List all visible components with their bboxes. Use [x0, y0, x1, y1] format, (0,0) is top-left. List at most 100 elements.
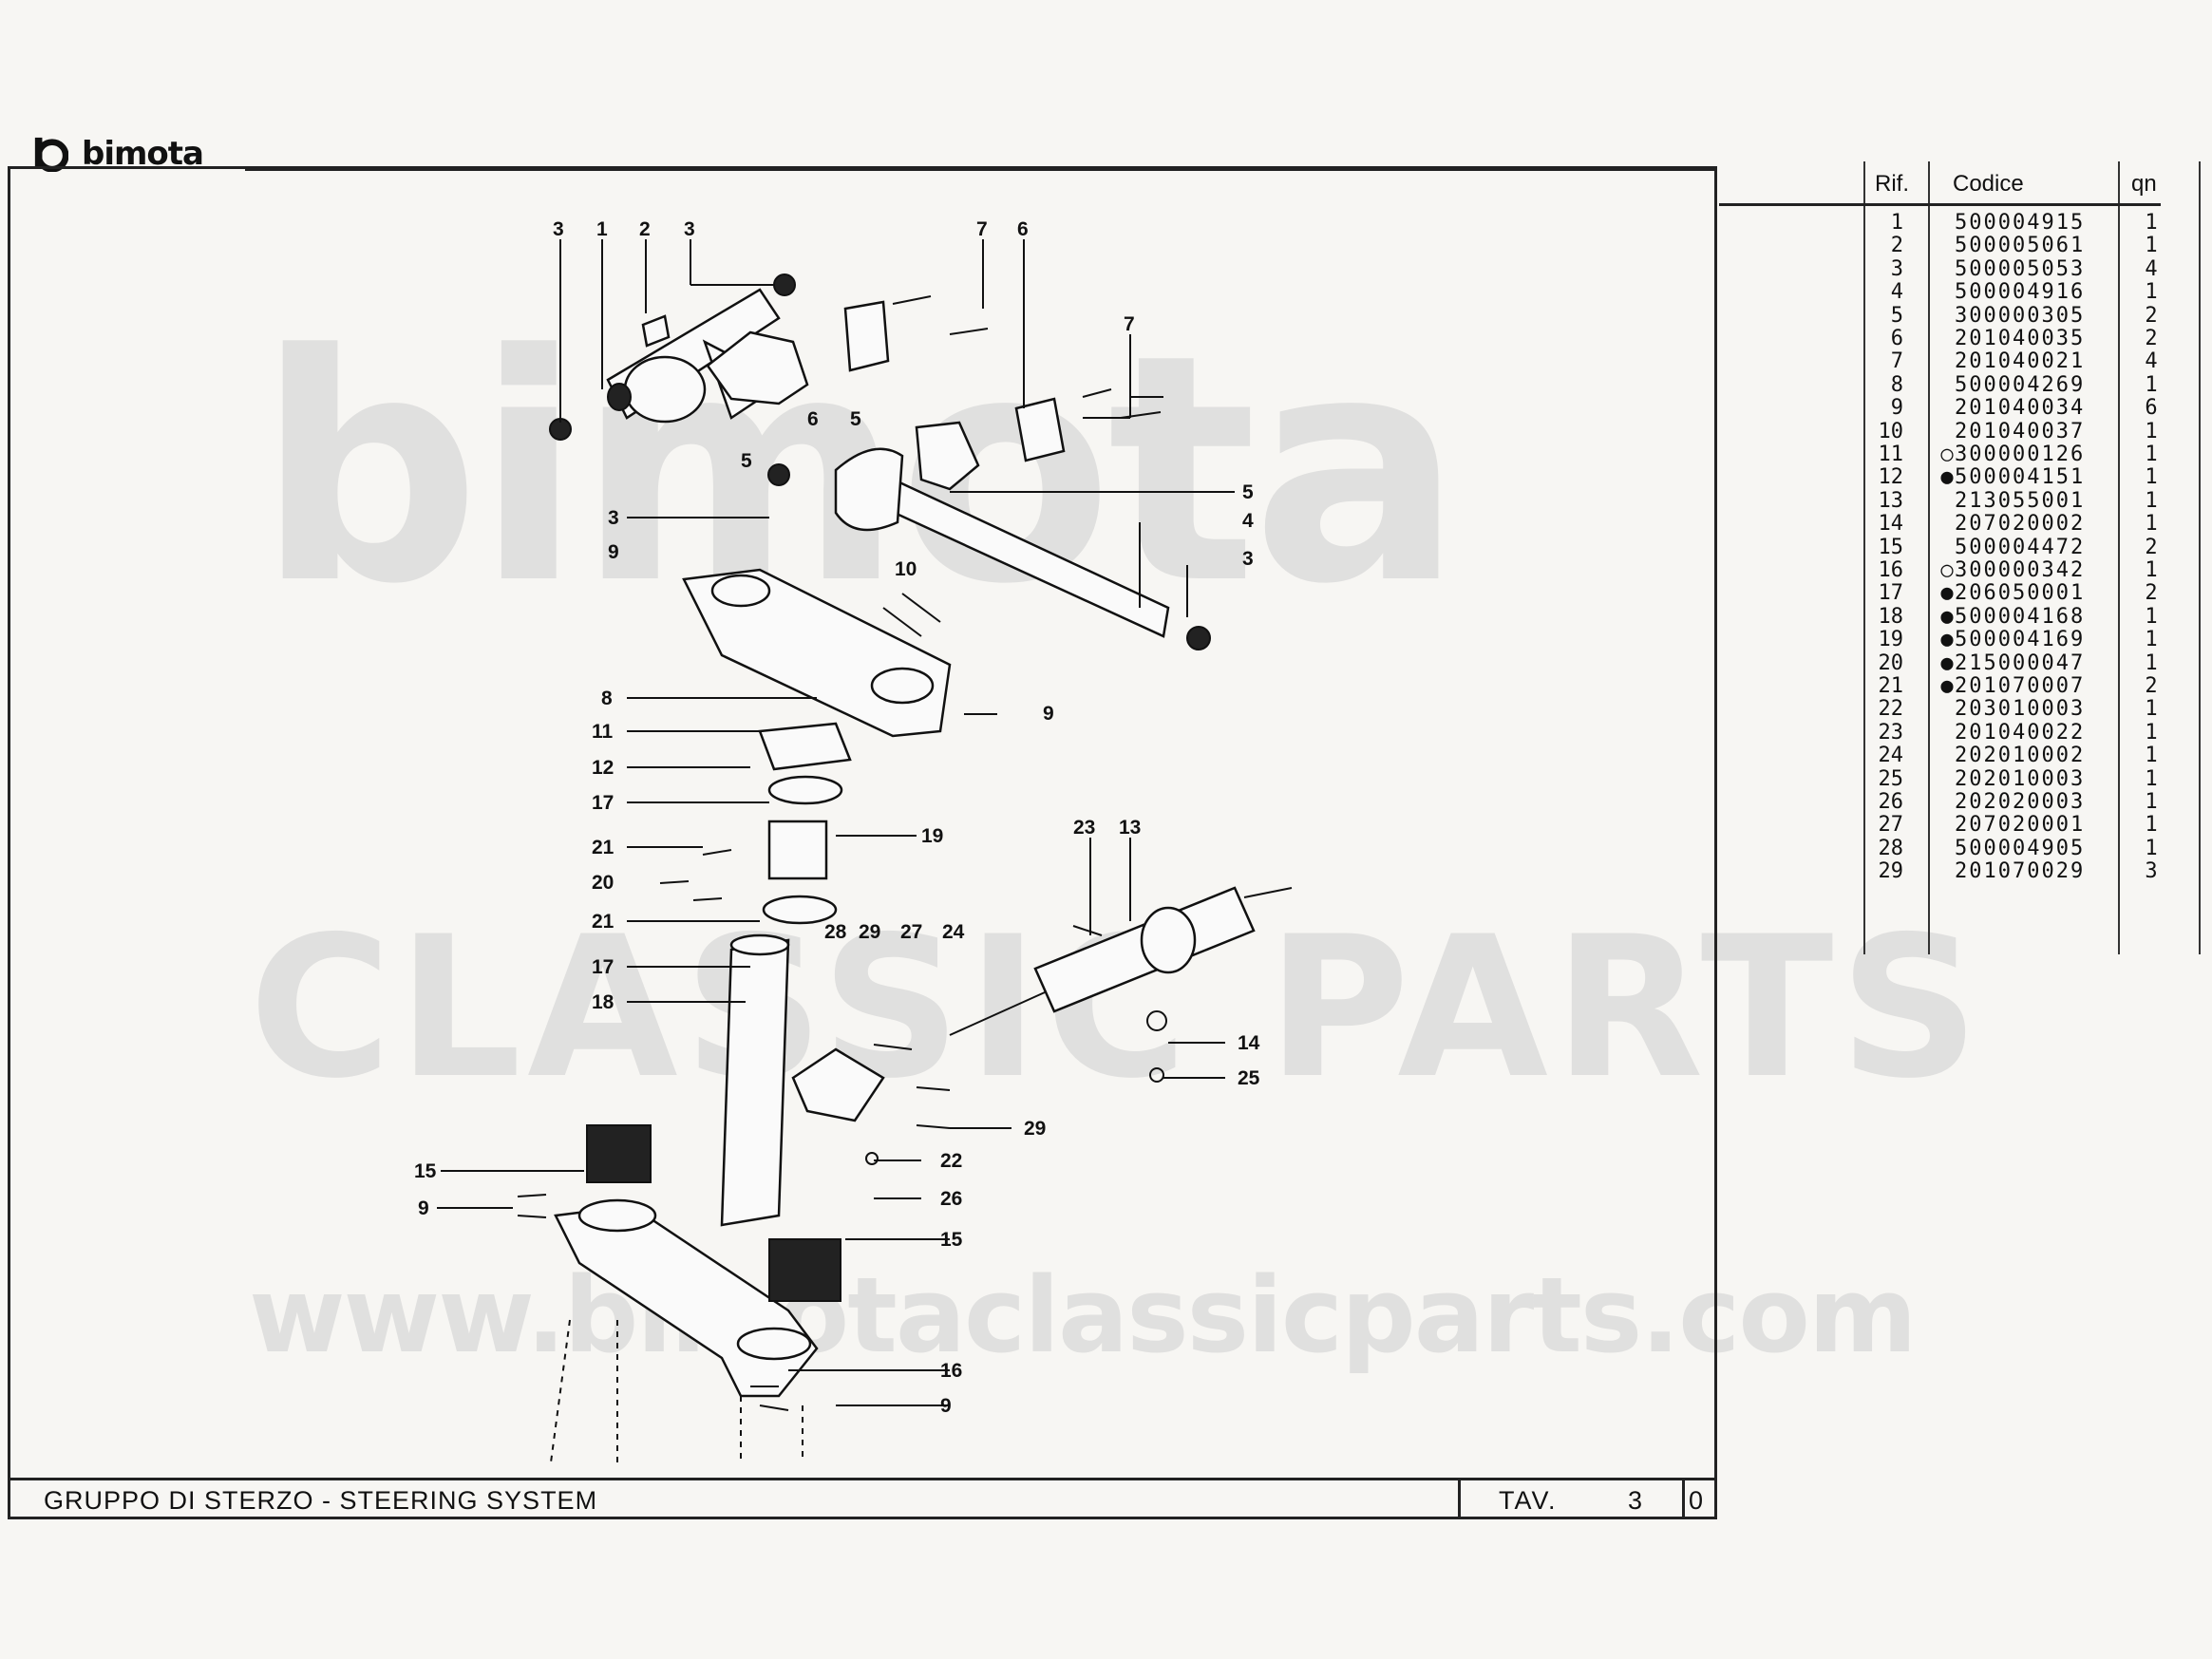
- row-code: 500004169: [1955, 628, 2086, 652]
- row-qty: 1: [2145, 443, 2158, 466]
- row-rif: 29: [1878, 859, 1904, 884]
- callout-18: 18: [592, 991, 614, 1013]
- parts-vline-qty: [2199, 161, 2201, 954]
- callout-23: 23: [1073, 817, 1095, 839]
- callout-7: 7: [976, 218, 988, 240]
- callout-17-top: 17: [592, 792, 614, 814]
- row-qty: 1: [2145, 836, 2158, 860]
- row-code: 201040037: [1955, 419, 2086, 443]
- row-rif: 11: [1878, 443, 1904, 466]
- row-code: 202020003: [1955, 790, 2086, 814]
- row-code: 207020001: [1955, 813, 2086, 838]
- callout-27: 27: [900, 921, 922, 943]
- row-rif: 9: [1890, 396, 1903, 421]
- row-rif: 23: [1878, 720, 1904, 745]
- row-code: 206050001: [1955, 581, 2086, 606]
- table-row: 9 201040034 6: [1719, 396, 2212, 421]
- callout-5: 5: [850, 408, 861, 430]
- callout-9-bottom: 9: [940, 1395, 952, 1417]
- tav-number: 3: [1628, 1486, 1643, 1515]
- row-qty: 1: [2145, 720, 2158, 745]
- row-qty: 1: [2145, 650, 2158, 675]
- steering-damper: [949, 886, 1293, 1036]
- table-row: 4 500004916 1: [1719, 280, 2212, 305]
- row-qty: 1: [2145, 697, 2158, 722]
- row-code: 500004905: [1955, 836, 2086, 860]
- steering-exploded-diagram: 3 1 2 3 7 6 7 6 5 5 5 3 4 3 9 10 8 9 11 …: [414, 218, 1293, 1463]
- callout-9-left: 9: [418, 1197, 429, 1219]
- callout-29-bottom: 29: [1024, 1118, 1046, 1140]
- row-qty: 1: [2145, 744, 2158, 768]
- callout-8: 8: [601, 688, 613, 709]
- damper-bracket: [791, 1010, 1167, 1165]
- row-code: 201040034: [1955, 396, 2086, 421]
- row-code: 300000305: [1955, 303, 2086, 328]
- callout-5-right: 5: [1242, 481, 1254, 503]
- row-qty: 2: [2145, 581, 2158, 606]
- row-code: 500004168: [1955, 604, 2086, 629]
- row-rif: 13: [1878, 488, 1904, 513]
- callout-12: 12: [592, 757, 614, 779]
- row-code: 300000342: [1955, 558, 2086, 582]
- row-qty: 1: [2145, 604, 2158, 629]
- row-rif: 22: [1878, 697, 1904, 722]
- callout-6: 6: [1017, 218, 1029, 240]
- row-qty: 3: [2145, 859, 2158, 884]
- row-qty: 1: [2145, 766, 2158, 791]
- row-code: 500004269: [1955, 372, 2086, 397]
- row-mark: ●: [1940, 604, 1954, 629]
- tav-label: TAV.: [1499, 1486, 1558, 1515]
- parts-vline-left: [1863, 161, 1865, 954]
- row-qty: 1: [2145, 628, 2158, 652]
- row-rif: 4: [1890, 280, 1903, 305]
- row-qty: 4: [2145, 349, 2158, 374]
- callout-3-top: 3: [684, 218, 695, 240]
- row-rif: 16: [1878, 558, 1904, 582]
- row-code: 201040021: [1955, 349, 2086, 374]
- callout-21-bottom: 21: [592, 911, 614, 933]
- table-row: 29 201070029 3: [1719, 859, 2212, 884]
- revision-number: 0: [1689, 1486, 1704, 1515]
- steering-stem-parts: [659, 722, 852, 1227]
- callout-11: 11: [592, 721, 614, 743]
- row-rif: 1: [1890, 211, 1903, 235]
- callout-4: 4: [1242, 510, 1254, 532]
- row-qty: 6: [2145, 396, 2158, 421]
- callout-20: 20: [592, 872, 614, 894]
- row-qty: 1: [2145, 813, 2158, 838]
- upper-triple-clamp: [682, 568, 997, 738]
- row-rif: 26: [1878, 790, 1904, 814]
- callout-26: 26: [940, 1188, 962, 1210]
- callout-17-bottom: 17: [592, 956, 614, 978]
- left-clamp: [706, 295, 989, 405]
- row-code: 213055001: [1955, 488, 2086, 513]
- row-code: 500004916: [1955, 280, 2086, 305]
- row-rif: 10: [1878, 419, 1904, 443]
- row-mark: ○: [1940, 443, 1954, 466]
- callout-5-left: 5: [741, 450, 752, 472]
- row-qty: 4: [2145, 256, 2158, 281]
- callout-25: 25: [1238, 1067, 1260, 1089]
- row-qty: 2: [2145, 303, 2158, 328]
- row-mark: ●: [1940, 465, 1954, 490]
- callout-29-top: 29: [859, 921, 880, 943]
- row-code: 201070029: [1955, 859, 2086, 884]
- parts-vline-code: [2118, 161, 2120, 954]
- callout-13: 13: [1119, 817, 1141, 839]
- row-mark: ●: [1940, 628, 1954, 652]
- row-qty: 1: [2145, 280, 2158, 305]
